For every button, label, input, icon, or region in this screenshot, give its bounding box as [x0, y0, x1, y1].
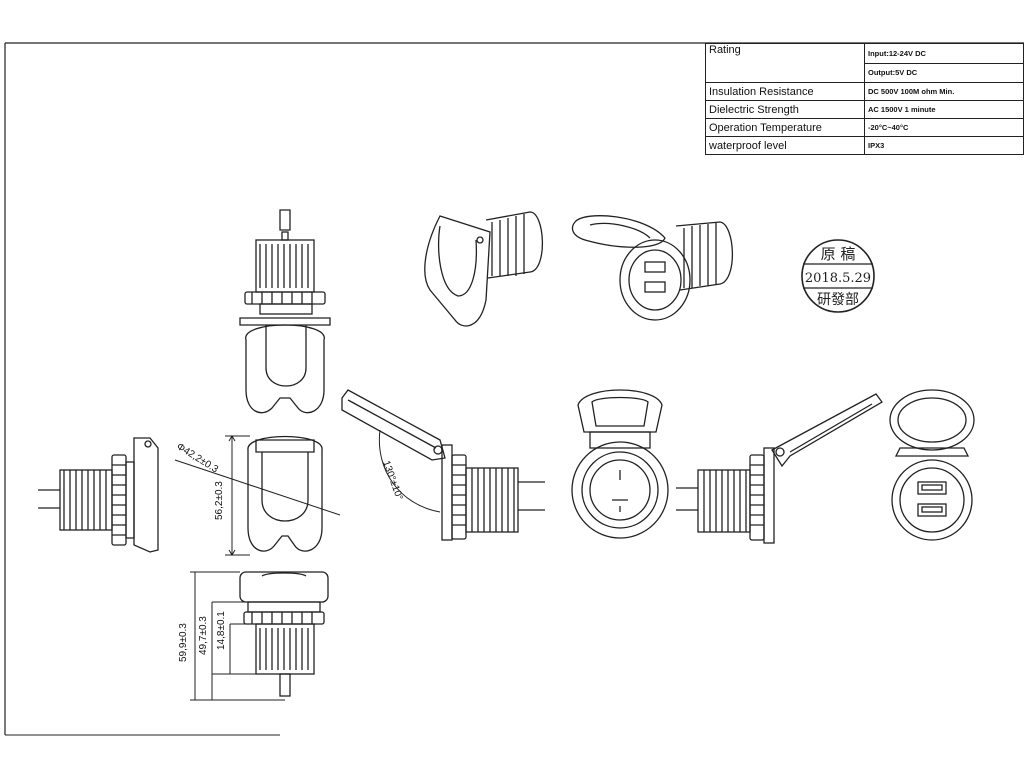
spec-value: IPX3 — [864, 136, 1024, 155]
view-side-lid-open — [341, 389, 545, 541]
spec-row: Insulation Resistance DC 500V 100M ohm M… — [705, 82, 1024, 101]
view-bottom — [190, 571, 329, 701]
dim-flange-height: 56,2±0.3 — [214, 481, 225, 520]
dim-body-length: 49,7±0.3 — [198, 616, 209, 655]
spec-row: Dielectric Strength AC 1500V 1 minute — [705, 100, 1024, 119]
spec-row: Rating Input:12-24V DC — [705, 43, 1024, 83]
spec-value: -20°C~40°C — [864, 118, 1024, 137]
view-iso-closed — [424, 211, 544, 327]
stamp-bottom: 研發部 — [817, 292, 859, 308]
spec-value: Input:12-24V DC — [864, 43, 1024, 64]
spec-value: Output:5V DC — [864, 62, 1024, 83]
dim-total-length: 59,9±0.3 — [178, 623, 189, 662]
stamp — [801, 239, 875, 313]
view-front-lid-up — [571, 389, 669, 539]
view-top — [239, 209, 331, 414]
view-side-right — [676, 393, 883, 544]
spec-label: Rating — [705, 43, 865, 83]
view-iso-open — [571, 215, 734, 321]
spec-value: DC 500V 100M ohm Min. — [864, 82, 1024, 101]
spec-label: Dielectric Strength — [705, 100, 865, 119]
spec-label: Insulation Resistance — [705, 82, 865, 101]
view-side-left — [38, 437, 159, 553]
spec-value: AC 1500V 1 minute — [864, 100, 1024, 119]
view-front-open-usb — [889, 389, 975, 541]
spec-label: waterproof level — [705, 136, 865, 155]
view-front — [174, 435, 341, 556]
stamp-date: 2018.5.29 — [805, 271, 871, 286]
spec-table: Rating Input:12-24V DC Output:5V DC Insu… — [705, 43, 1024, 155]
spec-row: Operation Temperature -20°C~40°C — [705, 118, 1024, 137]
spec-row: waterproof level IPX3 — [705, 136, 1024, 155]
stamp-top: 原 稿 — [821, 245, 856, 263]
dim-lid-angle: 130°±10° — [380, 459, 404, 502]
dim-diameter: Φ42,2±0.3 — [174, 441, 220, 475]
spec-label: Operation Temperature — [705, 118, 865, 137]
dim-thread-length: 14,8±0.1 — [216, 611, 227, 650]
